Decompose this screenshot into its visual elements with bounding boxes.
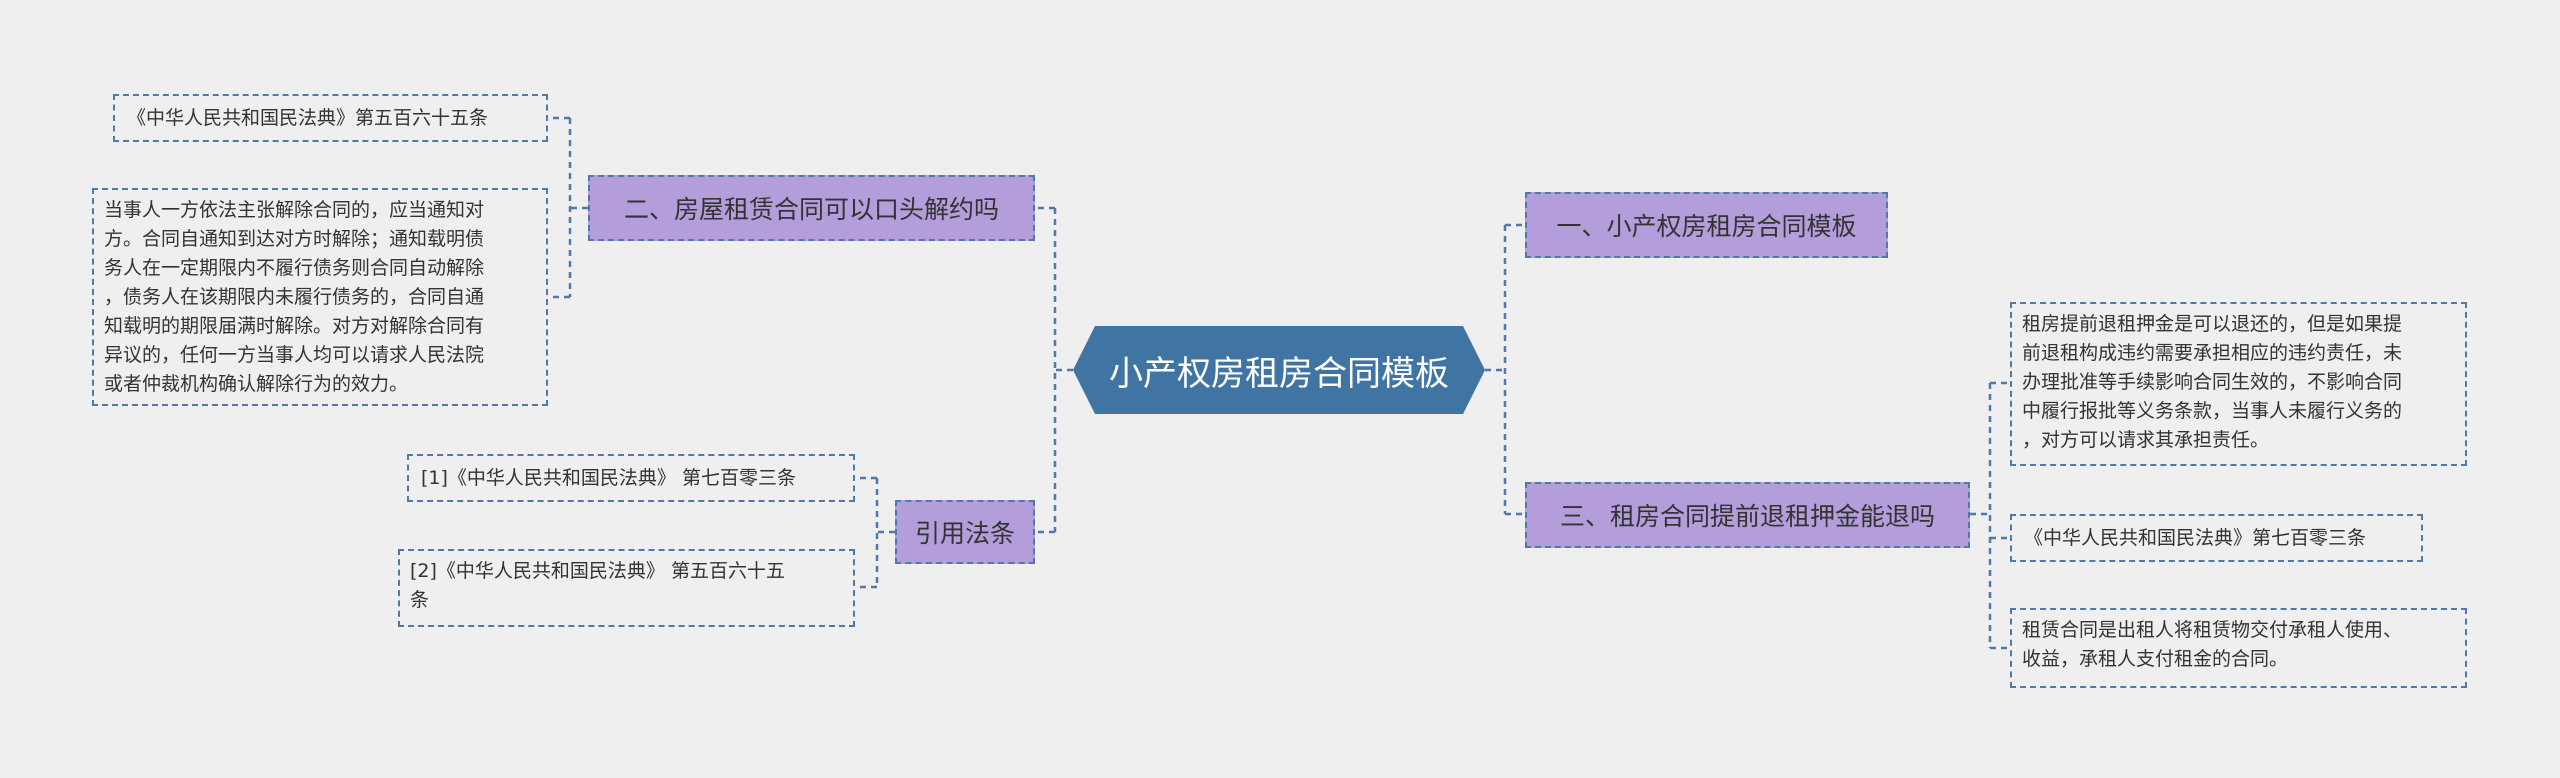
link-right-topic2-leaves [1970,381,2010,650]
root-node[interactable]: 小产权房租房合同模板 [1073,326,1485,414]
text-line: 当事人一方依法主张解除合同的，应当通知对 [104,199,485,221]
text-line: 租赁合同是出租人将租赁物交付承租人使用、 [2022,619,2403,641]
text-line: 知载明的期限届满时解除。对方对解除合同有 [104,315,485,337]
text-line: [2]《中华人民共和国民法典》 第五百六十五 [410,560,785,582]
text-line: 异议的，任何一方当事人均可以请求人民法院 [104,344,485,366]
topic-contract-template-label: 一、小产权房租房合同模板 [1556,212,1857,241]
text-line: 条 [410,589,430,611]
topic-cited-laws[interactable]: 引用法条 [895,500,1035,564]
text-line: 中履行报批等义务条款，当事人未履行义务的 [2022,400,2403,422]
text-line: 务人在一定期限内不履行债务则合同自动解除 [104,257,485,279]
leaf-citation-1[interactable]: [1]《中华人民共和国民法典》 第七百零三条 [407,454,855,502]
topic-deposit-refund[interactable]: 三、租房合同提前退租押金能退吗 [1525,482,1970,548]
text-line: ，债务人在该期限内未履行债务的，合同自通 [104,286,485,308]
text-line: ，对方可以请求其承担责任。 [2022,429,2270,451]
root-label: 小产权房租房合同模板 [1109,353,1449,394]
leaf-deposit-explanation[interactable]: 租房提前退租押金是可以退还的，但是如果提 前退租构成违约需要承担相应的违约责任，… [2010,302,2467,466]
link-left-topic1-leaves [548,116,588,299]
text-line: 办理批准等手续影响合同生效的，不影响合同 [2022,371,2403,393]
topic-cited-laws-label: 引用法条 [914,519,1015,548]
link-left-topic2-leaves [855,476,895,589]
link-root-left [1035,206,1073,534]
text-line: 方。合同自通知到达对方时解除；通知载明债 [104,228,485,250]
text-line: 前退租构成违约需要承担相应的违约责任，未 [2022,342,2403,364]
topic-deposit-refund-label: 三、租房合同提前退租押金能退吗 [1559,502,1935,531]
leaf-civil-code-565-text: 《中华人民共和国民法典》第五百六十五条 [127,106,489,129]
leaf-civil-code-565[interactable]: 《中华人民共和国民法典》第五百六十五条 [113,94,548,142]
leaf-citation-2[interactable]: [2]《中华人民共和国民法典》 第五百六十五 条 [398,549,855,627]
leaf-termination-explanation[interactable]: 当事人一方依法主张解除合同的，应当通知对 方。合同自通知到达对方时解除；通知载明… [92,188,548,406]
text-line: 租房提前退租押金是可以退还的，但是如果提 [2022,313,2403,335]
text-line: 收益，承租人支付租金的合同。 [2022,648,2289,670]
leaf-civil-code-703[interactable]: 《中华人民共和国民法典》第七百零三条 [2010,514,2423,562]
leaf-civil-code-703-text: 《中华人民共和国民法典》第七百零三条 [2024,526,2367,549]
topic-contract-template[interactable]: 一、小产权房租房合同模板 [1525,192,1888,258]
leaf-citation-1-text: [1]《中华人民共和国民法典》 第七百零三条 [421,466,796,489]
text-line: 或者仲裁机构确认解除行为的效力。 [104,373,409,395]
leaf-lease-definition[interactable]: 租赁合同是出租人将租赁物交付承租人使用、 收益，承租人支付租金的合同。 [2010,608,2467,688]
topic-oral-termination[interactable]: 二、房屋租赁合同可以口头解约吗 [588,175,1035,241]
link-root-right [1485,223,1525,516]
topic-oral-termination-label: 二、房屋租赁合同可以口头解约吗 [623,195,999,224]
